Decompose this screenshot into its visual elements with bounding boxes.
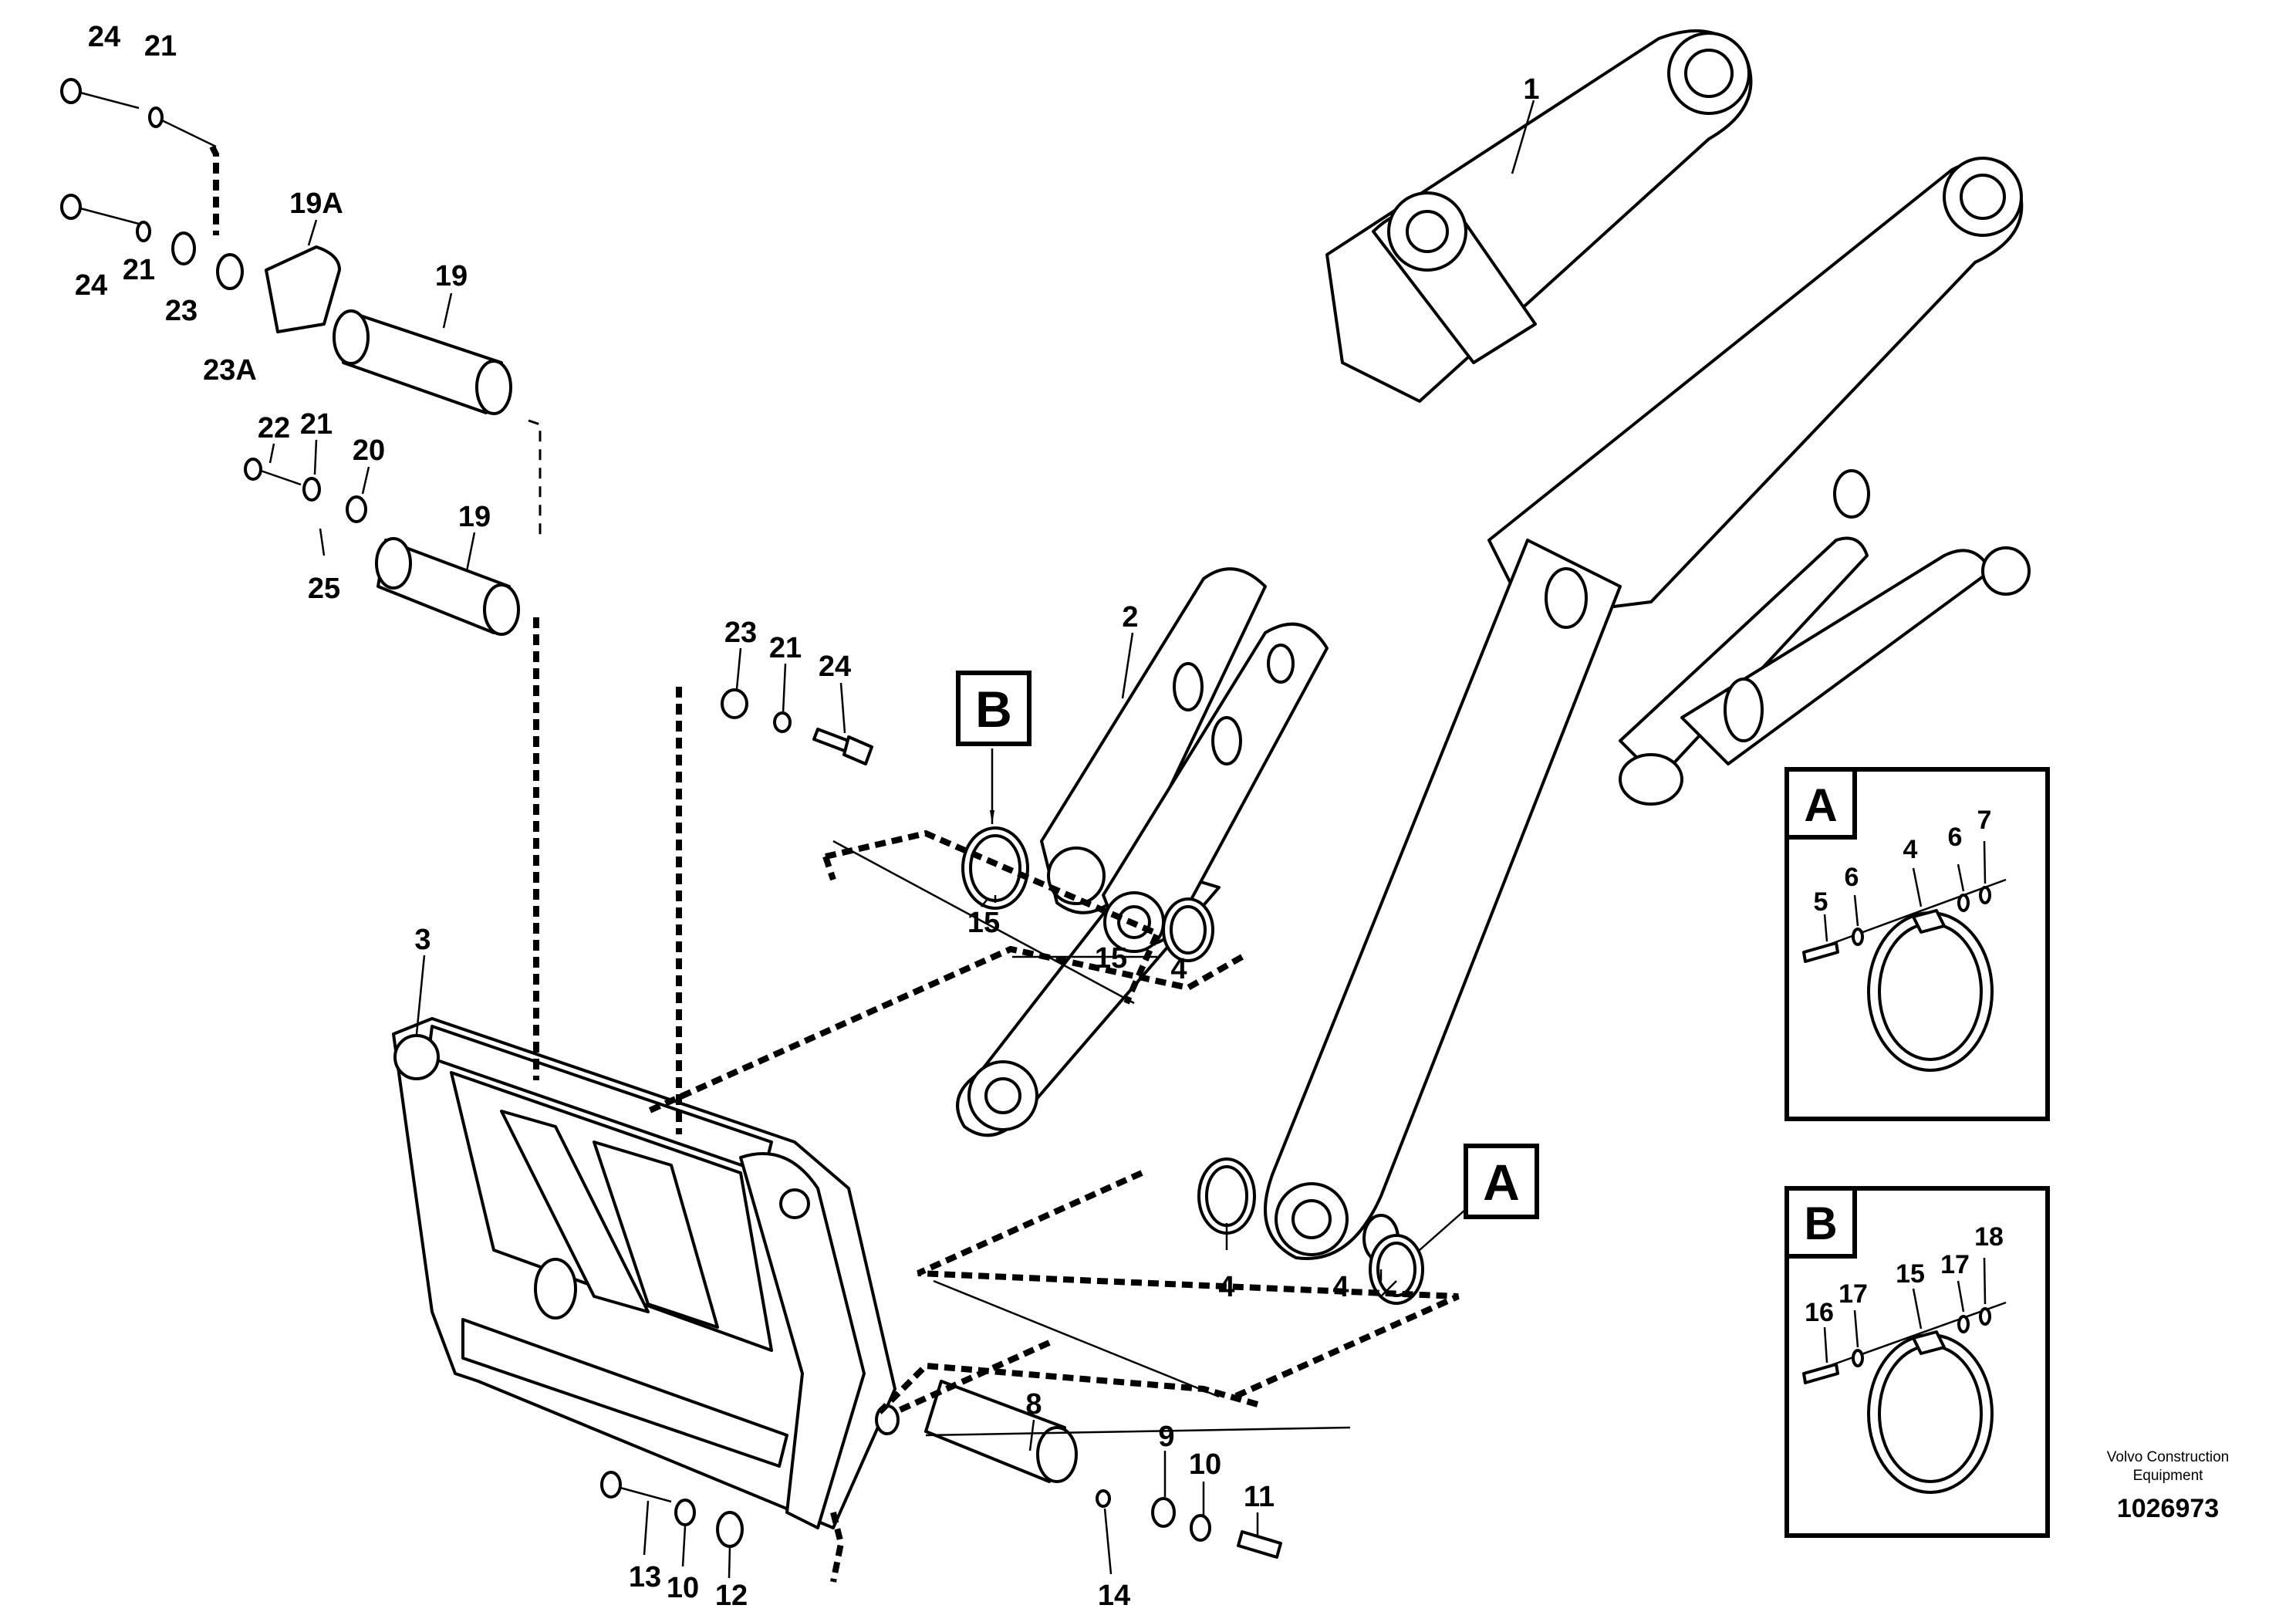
svg-text:B: B [975,681,1012,738]
callout-8: 8 [1025,1388,1042,1421]
detail-a-label-6-left: 6 [1845,863,1859,892]
callout-4-right: 4 [1332,1271,1349,1303]
callout-labels: 1 2 3 4 4 4 8 9 10 11 12 13 10 14 15 15 … [75,21,1540,1612]
tilt-link-assembly [1040,567,1329,953]
svg-text:B: B [1804,1198,1837,1249]
detail-a-label-7: 7 [1977,806,1992,835]
footer: Volvo Construction Equipment 1026973 [2107,1449,2229,1523]
document-number: 1026973 [2117,1494,2219,1523]
detail-b-label-17-left: 17 [1838,1279,1868,1309]
callout-25: 25 [308,573,340,605]
callout-22: 22 [258,412,290,444]
callout-24-right: 24 [819,650,851,683]
detail-b-label-17-right: 17 [1940,1250,1970,1279]
callout-10-right: 10 [1189,1448,1221,1481]
callout-24-second: 24 [75,269,107,302]
view-label-a: A [1464,1144,1539,1219]
callout-2: 2 [1122,601,1138,634]
leader-lines [268,100,1535,1579]
detail-a-label-4: 4 [1903,835,1918,864]
callout-23-right: 23 [724,617,757,649]
callout-4-left: 4 [1218,1271,1234,1303]
view-label-b: B [956,671,1032,746]
attachment-bracket [392,1017,900,1529]
hydraulic-cylinders [1619,469,2031,806]
callout-20: 20 [353,434,385,467]
callout-14: 14 [1098,1580,1130,1612]
maker-line-2: Equipment [2133,1468,2204,1484]
callout-15-mid: 15 [1095,942,1127,975]
callout-24-top: 24 [88,21,120,53]
detail-b-label-15: 15 [1896,1259,1925,1289]
callout-19-upper: 19 [435,260,468,292]
detail-b-label-18: 18 [1974,1222,2004,1252]
svg-text:A: A [1483,1154,1520,1211]
callout-13: 13 [629,1561,661,1593]
callout-23-left: 23 [165,295,198,327]
detail-a-label-5: 5 [1814,887,1828,917]
callout-15-left: 15 [967,907,1000,939]
callout-1: 1 [1523,73,1539,106]
maker-line-1: Volvo Construction [2107,1449,2229,1465]
callout-11: 11 [1244,1481,1275,1513]
detail-view-a: A 5 6 4 6 7 [1784,767,2050,1121]
svg-text:A: A [1804,779,1837,831]
callout-10-left: 10 [667,1572,699,1604]
alignment-lines [209,145,1460,1583]
callout-12: 12 [715,1580,748,1612]
detail-b-label-16: 16 [1805,1298,1834,1327]
detail-view-b: B 16 17 15 17 18 [1784,1186,2050,1538]
callout-21-second: 21 [123,254,155,286]
callout-9: 9 [1158,1421,1174,1453]
callout-19A: 19A [289,188,343,220]
callout-23A: 23A [203,354,257,387]
small-parts [60,78,1282,1559]
callout-19-lower: 19 [458,501,491,533]
detail-a-label-6-right: 6 [1948,823,1963,852]
callout-21-right: 21 [769,632,802,664]
callout-4-upper: 4 [1170,953,1187,985]
callout-21-third: 21 [300,408,333,441]
callout-3: 3 [414,924,430,956]
retaining-rings [961,826,1424,1305]
callout-21-top: 21 [144,30,177,63]
